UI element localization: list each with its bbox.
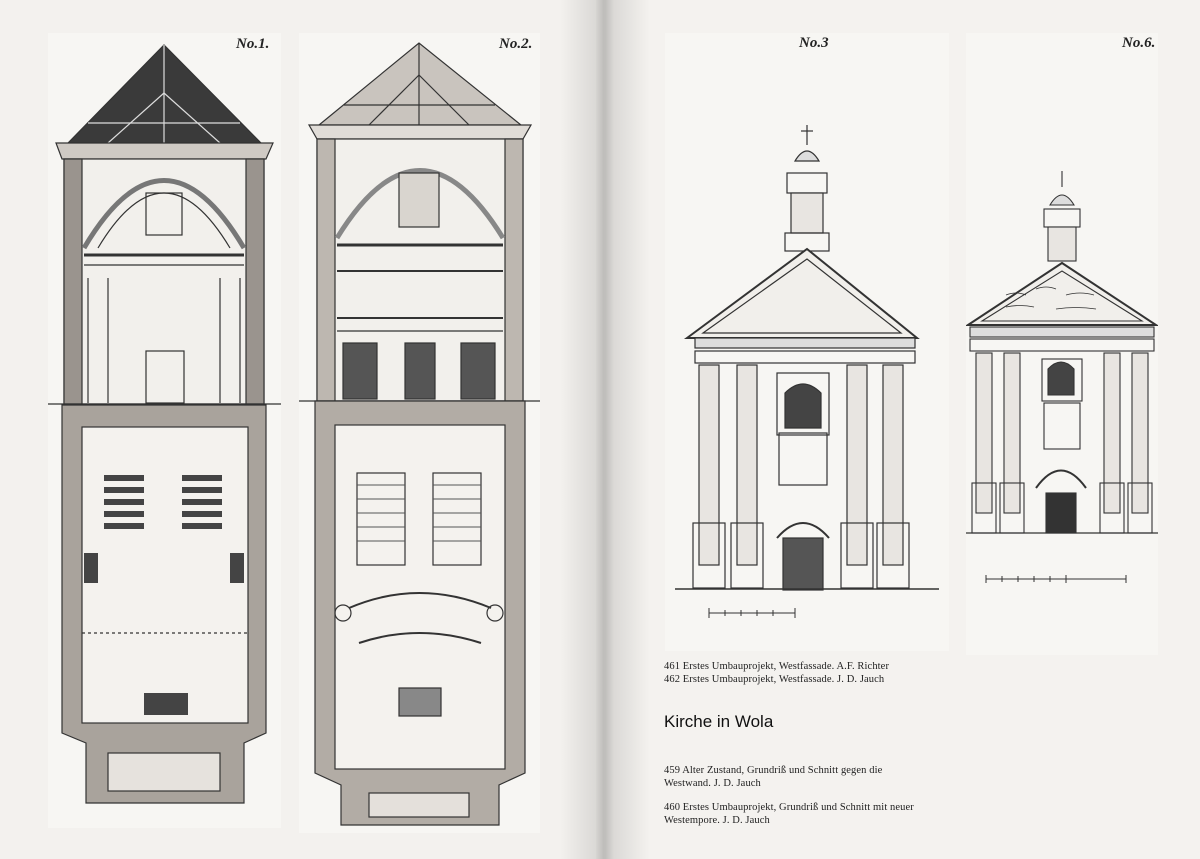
plate-3-drawing: No.3 [665, 33, 949, 651]
section-heading: Kirche in Wola [664, 712, 774, 731]
plate-1-number: No.1. [236, 36, 270, 52]
plate-2-svg [299, 42, 540, 826]
plate-3-number: No.3 [799, 35, 829, 51]
plate-3-svg [675, 125, 939, 618]
book-gutter [560, 0, 650, 859]
caption-462: 462 Erstes Umbauprojekt, Westfassade. J.… [664, 674, 885, 685]
caption-block-bottom: 459 Alter Zustand, Grundriß und Schnitt … [664, 764, 924, 838]
plate-1-drawing: No.1. [48, 33, 281, 828]
plate-2-drawing: No.2. [299, 33, 540, 833]
plate-4-svg [966, 171, 1158, 583]
caption-459: 459 Alter Zustand, Grundriß und Schnitt … [664, 765, 883, 789]
plate-4-number: No.6. [1122, 35, 1156, 51]
plate-1-svg [48, 44, 281, 804]
caption-block-top: 461 Erstes Umbauprojekt, Westfassade. A.… [664, 660, 964, 686]
plate-4-drawing: No.6. [966, 33, 1158, 655]
caption-460: 460 Erstes Umbauprojekt, Grundriß und Sc… [664, 802, 914, 826]
caption-461: 461 Erstes Umbauprojekt, Westfassade. A.… [664, 661, 890, 672]
plate-2-number: No.2. [499, 36, 533, 52]
